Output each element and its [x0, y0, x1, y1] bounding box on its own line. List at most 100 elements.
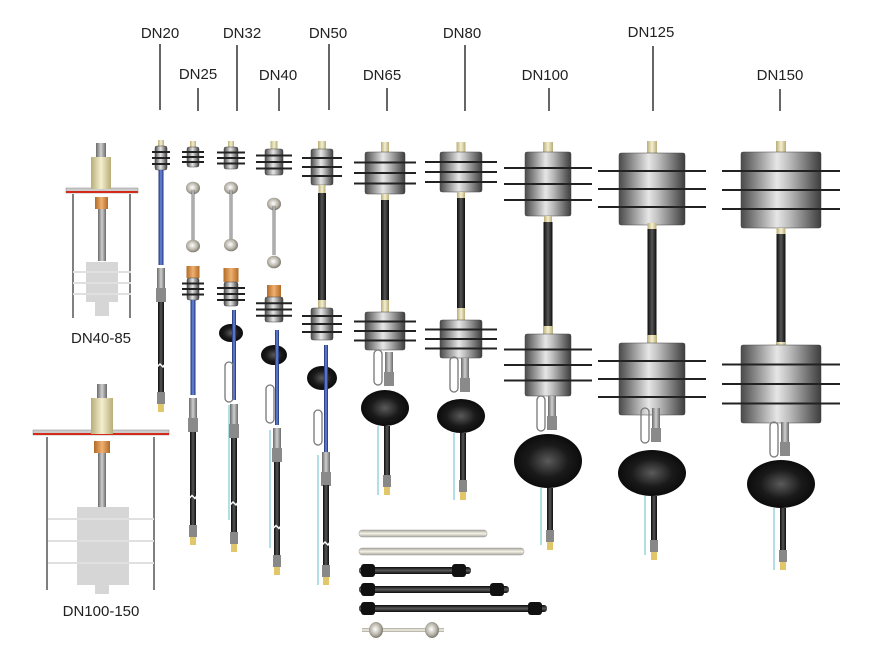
brass-cap: [190, 141, 196, 147]
sphere-joint: [224, 238, 238, 252]
float-ball: [261, 345, 287, 365]
disc-stack: [217, 146, 245, 170]
brass-tip: [780, 562, 786, 570]
float-ball: [618, 450, 686, 496]
brass-tip: [158, 404, 164, 412]
cable: [651, 496, 657, 515]
break-mark: [321, 540, 331, 547]
probe-dn65: [354, 142, 416, 495]
float-ball: [219, 324, 243, 342]
probe-dn32: [217, 141, 245, 552]
brass-cap: [647, 223, 657, 229]
connector-sleeve: [321, 472, 331, 486]
fitting: [322, 565, 330, 577]
sphere-joint: [267, 197, 281, 211]
fitting: [650, 540, 658, 552]
connector-sleeve: [272, 448, 282, 462]
connector-sleeve: [384, 372, 394, 386]
carabiner: [449, 356, 459, 393]
carabiner: [224, 361, 234, 403]
cable: [384, 426, 390, 445]
cable: [274, 462, 280, 555]
brass-cap: [158, 140, 164, 146]
cable: [158, 170, 164, 265]
break-mark: [156, 362, 166, 369]
probe-dn80: [425, 142, 497, 500]
cable: [190, 300, 196, 395]
carabiner: [373, 349, 383, 386]
float-ball: [307, 366, 337, 390]
spare-rod-black-long: [359, 602, 547, 615]
probe-dn40: [256, 141, 292, 575]
cable: [780, 508, 786, 525]
disc-stack: [598, 152, 706, 226]
disc-stack: [504, 151, 592, 217]
brass-tip: [547, 542, 553, 550]
label-dn80: DN80: [443, 25, 481, 42]
fitting: [383, 475, 391, 487]
connector: [322, 452, 330, 472]
label-dn125: DN125: [628, 24, 675, 41]
brass-cap: [381, 194, 389, 200]
float-ball: [514, 434, 582, 488]
carabiner: [640, 407, 650, 444]
disc-stack: [256, 148, 292, 176]
label-dn50: DN50: [309, 25, 347, 42]
label-dn65: DN65: [363, 67, 401, 84]
brass-cap: [776, 228, 786, 234]
connector: [652, 408, 660, 428]
cable: [275, 330, 279, 425]
sphere-joint: [186, 181, 200, 195]
fitting: [230, 532, 238, 544]
sphere-joint: [224, 181, 238, 195]
cable: [460, 433, 466, 455]
disc-stack: [722, 344, 840, 424]
brass-tip: [231, 544, 237, 552]
cable: [381, 200, 389, 300]
fitting: [273, 555, 281, 567]
cable: [229, 190, 233, 244]
sphere-joint: [186, 239, 200, 253]
probe-dn20: [152, 140, 170, 412]
spare-rod-double-ball: [362, 622, 444, 638]
connector-sleeve: [188, 418, 198, 432]
cable: [232, 310, 236, 400]
probe-dn125: [598, 141, 706, 560]
brass-cap: [776, 141, 786, 153]
fitting: [189, 525, 197, 537]
brass-cap: [318, 185, 326, 193]
connector: [461, 358, 469, 378]
probe-dn150: [722, 141, 840, 570]
connector-sleeve: [229, 424, 239, 438]
connector: [230, 404, 238, 424]
cable: [231, 438, 237, 532]
spare-tube-short: [358, 529, 488, 538]
cable: [547, 505, 553, 530]
float-ball: [437, 399, 485, 433]
cable: [460, 455, 466, 480]
copper-sleeve: [267, 285, 281, 297]
break-mark: [188, 494, 198, 500]
disc-stack: [152, 145, 170, 171]
brass-cap: [544, 216, 552, 222]
disc-stack: [354, 311, 416, 351]
connector: [548, 396, 556, 416]
brass-tip: [384, 487, 390, 495]
connector-sleeve: [460, 378, 470, 392]
housing-label-large: DN100-150: [63, 603, 140, 620]
brass-cap: [381, 142, 389, 152]
connector: [273, 428, 281, 448]
probe-dn50: [302, 141, 342, 585]
disc-stack: [217, 281, 245, 307]
break-mark: [272, 524, 282, 530]
brass-tip: [651, 552, 657, 560]
cable: [191, 190, 195, 245]
sphere-joint: [267, 255, 281, 269]
disc-stack: [182, 146, 204, 168]
copper-sleeve: [186, 266, 200, 278]
brass-cap: [456, 142, 466, 152]
float-ball: [747, 460, 815, 508]
housing-small: DN40-85: [65, 143, 139, 347]
cable: [651, 515, 657, 540]
